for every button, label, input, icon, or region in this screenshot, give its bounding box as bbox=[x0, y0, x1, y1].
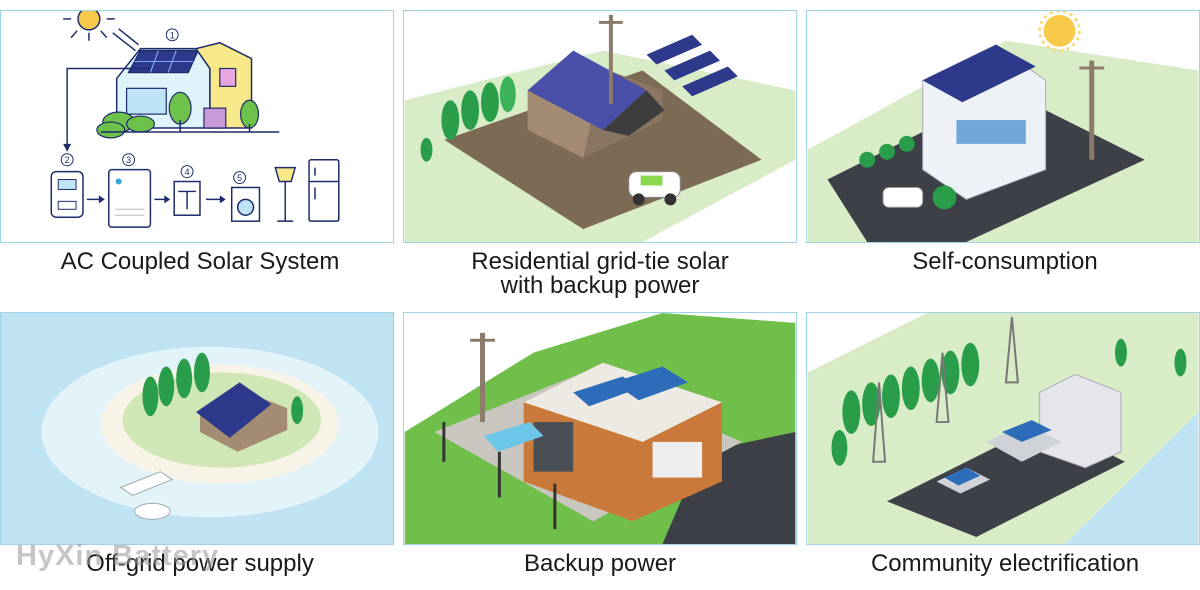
solar-roof bbox=[922, 44, 1036, 103]
caption-line: Off-grid power supply bbox=[86, 550, 314, 577]
sun-icon bbox=[1038, 11, 1081, 53]
caption-line: Self-consumption bbox=[912, 248, 1098, 275]
utility-pole bbox=[1079, 60, 1105, 160]
solar-array bbox=[646, 34, 738, 97]
transmission-tower bbox=[872, 316, 1019, 463]
solar-roof bbox=[527, 50, 647, 130]
inverter-icon bbox=[108, 168, 152, 228]
land bbox=[807, 313, 1199, 544]
switch-icon bbox=[173, 180, 201, 216]
meter-icon bbox=[50, 170, 84, 218]
car-icon bbox=[628, 171, 681, 206]
sun-icon bbox=[63, 11, 139, 52]
lamp-icon bbox=[274, 166, 297, 222]
step-label: 4 bbox=[185, 167, 190, 177]
car-icon bbox=[882, 186, 924, 208]
pool bbox=[484, 422, 544, 452]
utility-pole bbox=[470, 332, 495, 423]
yard-path bbox=[444, 70, 762, 230]
house-icon bbox=[527, 50, 665, 158]
fridge-icon bbox=[308, 158, 340, 222]
tile-residential-grid-tie bbox=[403, 10, 797, 243]
tree-icon bbox=[831, 338, 1187, 466]
caption-line: Community electrification bbox=[870, 550, 1140, 577]
residential-grid-tie-illustration bbox=[404, 14, 796, 242]
solar-panels bbox=[612, 366, 689, 401]
caption-ac-coupled: AC Coupled Solar System bbox=[0, 250, 400, 274]
tile-backup-power bbox=[403, 312, 797, 545]
boat-icon bbox=[134, 502, 171, 520]
step-marker: 4 bbox=[180, 165, 194, 179]
step-marker: 2 bbox=[60, 153, 74, 167]
step-marker: 5 bbox=[233, 171, 247, 185]
solar-panels bbox=[1002, 420, 1052, 442]
dock bbox=[119, 471, 174, 496]
washing-machine-icon bbox=[230, 186, 261, 222]
caption-community-electrification: Community electrification bbox=[805, 552, 1200, 576]
caption-off-grid: Off-grid power supply bbox=[0, 552, 400, 576]
building-icon bbox=[936, 373, 1122, 494]
tree-icon bbox=[168, 91, 260, 132]
step-label: 2 bbox=[65, 155, 70, 165]
tree-icon bbox=[859, 135, 957, 210]
caption-backup-power: Backup power bbox=[400, 552, 800, 576]
utility-pole bbox=[599, 14, 623, 105]
step-label: 3 bbox=[126, 155, 131, 165]
driveway bbox=[662, 431, 796, 544]
caption-line: Residential grid-tie solar bbox=[471, 248, 729, 275]
step-label: 1 bbox=[170, 30, 175, 40]
ac-coupled-illustration: 1 2 3 4 5 bbox=[50, 11, 340, 228]
off-grid-illustration bbox=[41, 346, 379, 520]
solar-roof bbox=[196, 382, 272, 438]
backup-power-illustration bbox=[404, 313, 796, 544]
community-electrification-illustration bbox=[807, 313, 1199, 544]
tree-icon bbox=[420, 76, 516, 162]
tile-ac-coupled: 1 2 3 4 5 bbox=[0, 10, 394, 243]
house-icon bbox=[523, 362, 722, 522]
caption-line: with backup power bbox=[500, 272, 700, 299]
caption-residential-grid-tie: Residential grid-tie solar with backup p… bbox=[400, 250, 800, 298]
caption-line: Backup power bbox=[523, 550, 677, 577]
street-lamp bbox=[442, 422, 557, 530]
brand-watermark: HyXin Battery bbox=[16, 540, 220, 572]
caption-line: AC Coupled Solar System bbox=[60, 248, 340, 275]
house-icon bbox=[196, 382, 288, 452]
tile-community-electrification bbox=[806, 312, 1200, 545]
solar-panels bbox=[944, 467, 981, 486]
step-marker: 1 bbox=[165, 28, 179, 42]
solar-panels bbox=[573, 376, 639, 407]
house-icon bbox=[922, 44, 1047, 200]
step-label: 5 bbox=[237, 173, 242, 183]
caption-self-consumption: Self-consumption bbox=[805, 250, 1200, 274]
self-consumption-illustration bbox=[807, 11, 1199, 242]
tile-off-grid bbox=[0, 312, 394, 545]
tree-icon bbox=[142, 352, 304, 425]
tile-self-consumption bbox=[806, 10, 1200, 243]
step-marker: 3 bbox=[122, 153, 136, 167]
